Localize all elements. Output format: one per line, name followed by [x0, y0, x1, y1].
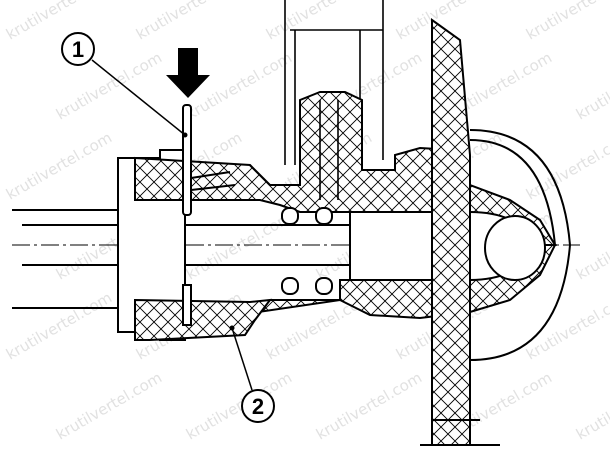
- watermark-text: krutilvertel.com: [3, 0, 115, 43]
- watermark-text: krutilvertel.com: [263, 0, 375, 43]
- watermark-text: krutilvertel.com: [133, 0, 245, 43]
- watermark-text: krutilvertel.com: [573, 208, 610, 283]
- watermark-text: krutilvertel.com: [3, 128, 115, 203]
- watermark-text: krutilvertel.com: [183, 208, 295, 283]
- watermark-text: krutilvertel.com: [523, 288, 610, 363]
- nipple-channel: [319, 100, 339, 200]
- watermark-text: krutilvertel.com: [183, 48, 295, 123]
- press-arrow-icon: [166, 48, 210, 98]
- callout-1-label: 1: [72, 37, 84, 62]
- watermark-text: krutilvertel.com: [313, 368, 425, 443]
- callout-2-label: 2: [252, 394, 264, 419]
- right-outline: [420, 129, 572, 446]
- watermark-text: krutilvertel.com: [53, 368, 165, 443]
- watermark-text: krutilvertel.com: [523, 128, 610, 203]
- callout-1: 1: [61, 32, 188, 138]
- watermark-text: krutilvertel.com: [523, 0, 610, 43]
- o-rings: [281, 207, 333, 295]
- right-ring: [431, 18, 471, 446]
- callout-2: 2: [229, 325, 275, 423]
- watermark-text: krutilvertel.com: [183, 368, 295, 443]
- watermark-text: krutilvertel.com: [573, 368, 610, 443]
- watermark-text: krutilvertel.com: [573, 48, 610, 123]
- watermark-text: krutilvertel.com: [3, 288, 115, 363]
